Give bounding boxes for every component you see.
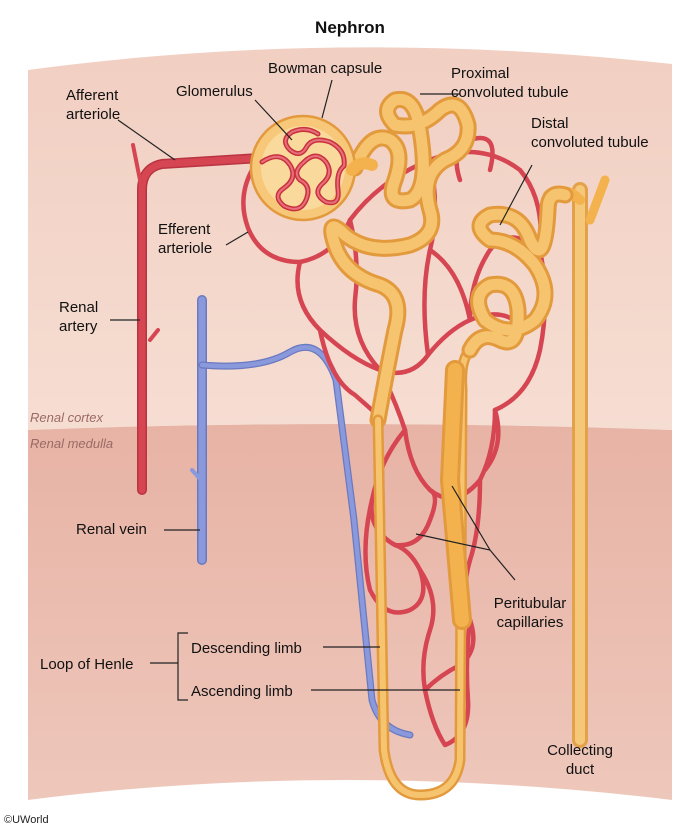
renal-medulla-region [28, 424, 672, 800]
leader-efferent-arteriole [225, 231, 249, 246]
label-renal-vein: Renal vein [76, 521, 147, 538]
label-peritubular-capillaries: Peritubular capillaries [493, 595, 567, 631]
leader-afferent-arteriole [117, 119, 176, 161]
leader-bowman-capsule [321, 79, 333, 119]
leader-glomerulus [254, 99, 293, 141]
label-afferent-arteriole: Afferent arteriole [66, 87, 121, 123]
leader-peritubular-2 [451, 485, 491, 551]
label-descending-limb: Descending limb [191, 640, 302, 657]
label-glomerulus: Glomerulus [176, 83, 253, 100]
label-loop-of-henle: Loop of Henle [40, 656, 134, 673]
renal-artery [131, 143, 265, 495]
label-collecting-duct: Collecting duct [547, 742, 613, 778]
copyright-notice: ©UWorld [4, 814, 49, 826]
glomerulus [259, 126, 347, 212]
label-ascending-limb: Ascending limb [191, 683, 293, 700]
nephron-tubule [323, 90, 574, 801]
leader-distal-tubule [499, 164, 533, 226]
leader-loop-bracket [177, 632, 188, 701]
label-efferent-arteriole: Efferent arteriole [158, 221, 213, 257]
label-proximal-convoluted-tubule: Proximal convoluted tubule [451, 65, 569, 101]
diagram-title: Nephron [315, 18, 385, 37]
label-renal-cortex: Renal cortex [30, 410, 103, 425]
label-renal-artery: Renal artery [59, 299, 99, 335]
leader-lines [110, 79, 533, 701]
label-distal-convoluted-tubule: Distal convoluted tubule [531, 115, 649, 151]
label-bowman-capsule: Bowman capsule [268, 60, 383, 77]
label-renal-medulla: Renal medulla [30, 436, 114, 451]
